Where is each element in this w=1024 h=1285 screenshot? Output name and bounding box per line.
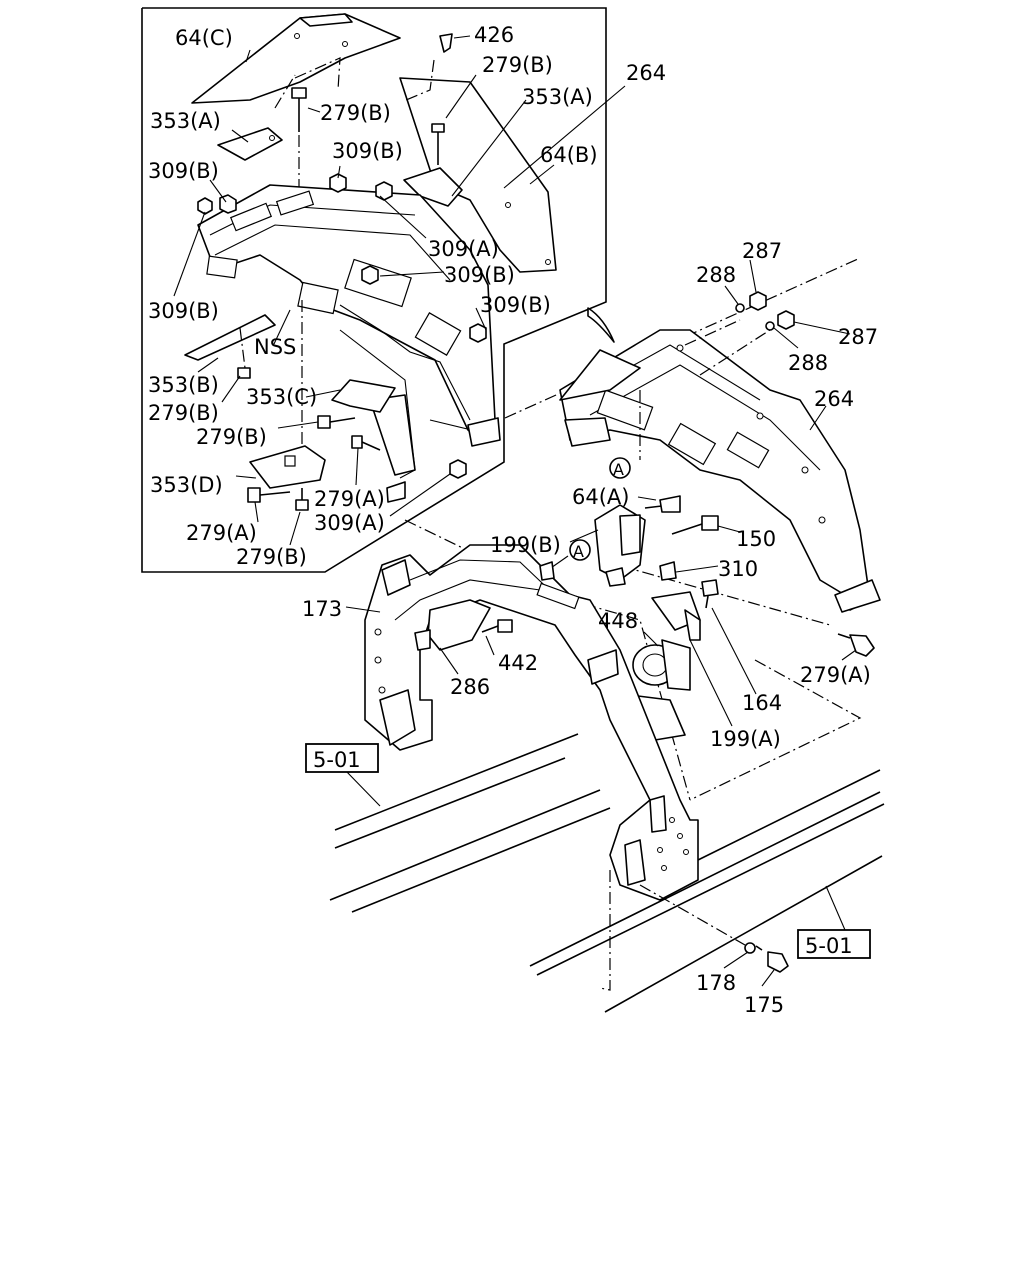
page-ref-box-1 bbox=[305, 743, 379, 773]
label-279b-c: 279(B) bbox=[148, 401, 219, 425]
circle-ref-a-1: A bbox=[613, 460, 624, 479]
label-309a-b: 309(A) bbox=[314, 511, 385, 535]
label-64b: 64(B) bbox=[540, 143, 598, 167]
label-353b: 353(B) bbox=[148, 373, 219, 397]
page-ref-2: 5-01 bbox=[805, 934, 853, 958]
page-ref-box-2 bbox=[797, 929, 871, 959]
callout-labels: 64(C) 426 279(B) 264 353(A) 279(B) 353(A… bbox=[148, 23, 878, 1017]
label-199b: 199(B) bbox=[490, 533, 561, 557]
label-309b-a: 309(B) bbox=[148, 159, 219, 183]
label-287-a: 287 bbox=[742, 239, 782, 263]
label-287-b: 287 bbox=[838, 325, 878, 349]
label-279b-d: 279(B) bbox=[196, 425, 267, 449]
label-264-inset: 264 bbox=[626, 61, 666, 85]
label-309a-a: 309(A) bbox=[428, 237, 499, 261]
label-426: 426 bbox=[474, 23, 514, 47]
label-279b-e: 279(B) bbox=[236, 545, 307, 569]
label-309b-e: 309(B) bbox=[480, 293, 551, 317]
label-353a-left: 353(A) bbox=[150, 109, 221, 133]
label-309b-d: 309(B) bbox=[148, 299, 219, 323]
main-assembly bbox=[173, 35, 885, 1013]
label-279a-a: 279(A) bbox=[314, 487, 385, 511]
label-353c: 353(C) bbox=[246, 385, 317, 409]
label-178: 178 bbox=[696, 971, 736, 995]
label-150: 150 bbox=[736, 527, 776, 551]
label-279b-top: 279(B) bbox=[482, 53, 553, 77]
label-279a-b: 279(A) bbox=[186, 521, 257, 545]
label-442: 442 bbox=[498, 651, 538, 675]
label-199a: 199(A) bbox=[710, 727, 781, 751]
label-64a: 64(A) bbox=[572, 485, 629, 509]
label-448: 448 bbox=[598, 609, 638, 633]
label-286: 286 bbox=[450, 675, 490, 699]
label-173: 173 bbox=[302, 597, 342, 621]
page-ref-1: 5-01 bbox=[313, 748, 361, 772]
circle-ref-a-2: A bbox=[573, 542, 584, 561]
label-309b-b: 309(B) bbox=[332, 139, 403, 163]
label-279b-mid: 279(B) bbox=[320, 101, 391, 125]
label-288-a: 288 bbox=[696, 263, 736, 287]
label-279a-main: 279(A) bbox=[800, 663, 871, 687]
label-310: 310 bbox=[718, 557, 758, 581]
label-175: 175 bbox=[744, 993, 784, 1017]
label-nss: NSS bbox=[254, 335, 296, 359]
label-309b-c: 309(B) bbox=[444, 263, 515, 287]
inset-detail-box bbox=[141, 7, 607, 573]
label-353a-right: 353(A) bbox=[522, 85, 593, 109]
page-reference-boxes: 5-01 5-01 bbox=[305, 743, 871, 959]
label-353d: 353(D) bbox=[150, 473, 223, 497]
label-164: 164 bbox=[742, 691, 782, 715]
label-64c: 64(C) bbox=[175, 26, 233, 50]
label-264-main: 264 bbox=[814, 387, 854, 411]
label-288-b: 288 bbox=[788, 351, 828, 375]
